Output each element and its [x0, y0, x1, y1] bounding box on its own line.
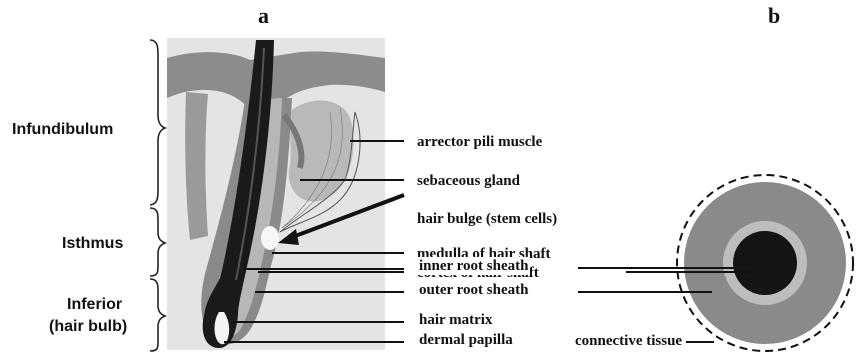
infundibulum-label: Infundibulum	[12, 121, 113, 138]
dermal-papilla-label: dermal papilla	[417, 331, 515, 349]
inferior-brace	[150, 279, 165, 351]
isthmus-label: Isthmus	[62, 235, 123, 252]
hair-bulb-label: (hair bulb)	[49, 318, 127, 335]
sebaceous-gland-label: sebaceous gland	[417, 173, 521, 189]
hair-matrix-label: hair matrix	[417, 311, 494, 329]
isthmus-brace	[150, 208, 165, 276]
hair-shaft-core	[733, 231, 797, 295]
epidermal-fold	[185, 92, 208, 240]
inferior-label: Inferior	[67, 296, 122, 313]
cross-section	[677, 175, 853, 351]
hair-bulge-label: hair bulge (stem cells)	[417, 211, 557, 227]
hair-bulge-shape	[261, 226, 279, 250]
outer-root-sheath-label: outer root sheath	[417, 281, 530, 299]
panel-b-letter: b	[768, 3, 780, 28]
inner-root-sheath-overlay: inner root sheath	[417, 257, 530, 275]
follicle-illustration	[167, 38, 385, 350]
panel-a-letter: a	[258, 3, 269, 28]
arrector-pili-label: arrector pili muscle	[417, 134, 543, 150]
connective-tissue-label: connective tissue	[575, 333, 682, 349]
infundibulum-brace	[150, 40, 165, 205]
